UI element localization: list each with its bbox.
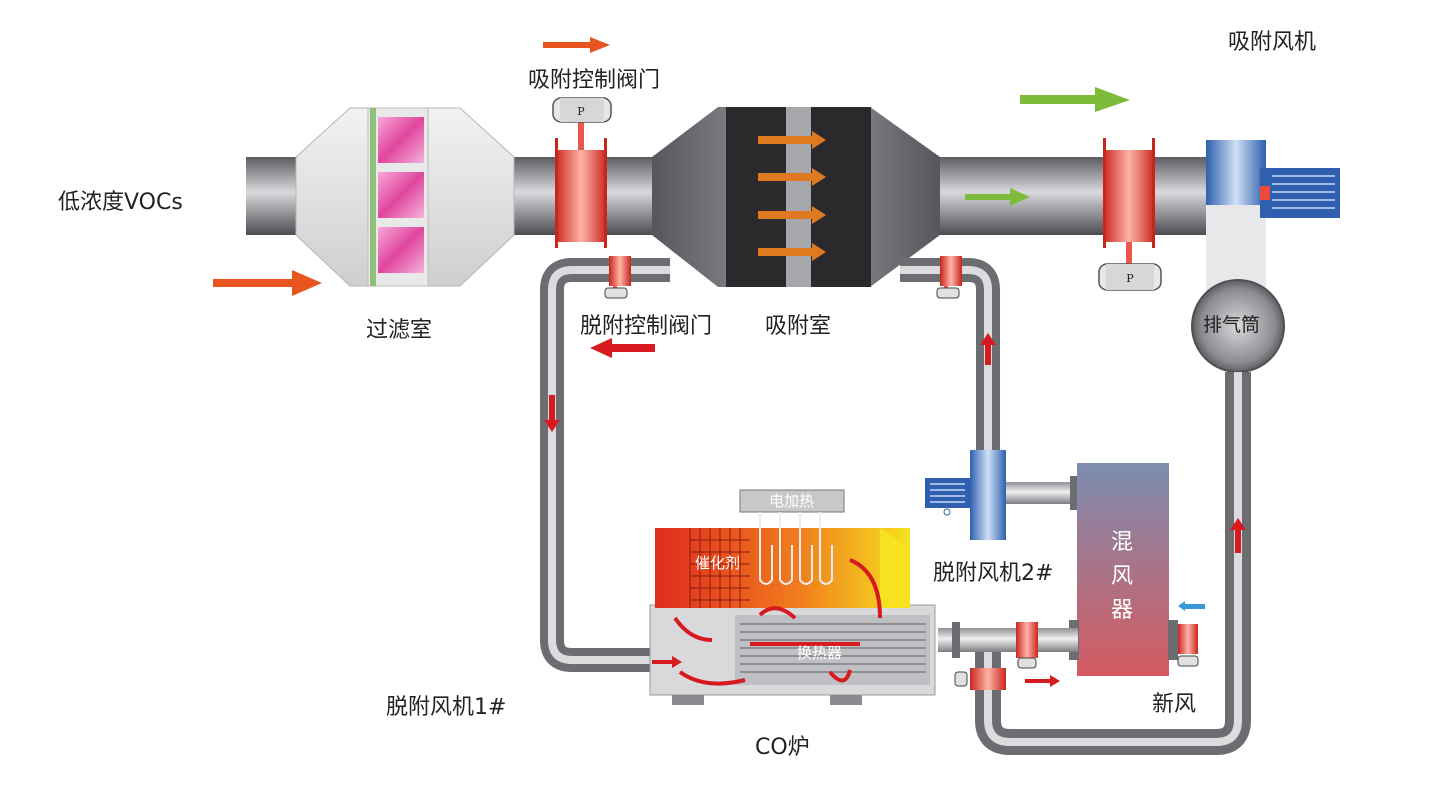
adsorption-fan — [1206, 140, 1340, 295]
inlet-flow-arrow — [213, 270, 322, 296]
furnace-inlet-arrow — [652, 656, 682, 668]
desorption-fan-1-label: 脱附风机1# — [386, 695, 507, 720]
stack-up-arrow — [1230, 518, 1246, 553]
mixer-to-furnace-pipe — [938, 628, 1078, 652]
adsorption-flow-arrows — [758, 131, 826, 261]
adsorption-room-label: 吸附室 — [765, 314, 832, 339]
adsorption-valve-p-label: P — [577, 105, 585, 118]
adsorption-valve[interactable] — [552, 97, 612, 248]
desorption-flow-arrow — [590, 338, 655, 358]
desorption-valve-label: 脱附控制阀门 — [580, 314, 713, 339]
furnace-flow-arrows — [673, 558, 882, 686]
mixer-flow-arrow — [1025, 675, 1060, 687]
mixer-char-1: 混 — [1110, 530, 1133, 555]
co-furnace — [649, 489, 936, 705]
desorption-valve-right[interactable] — [936, 256, 962, 299]
heat-exchanger-label: 换热器 — [797, 644, 843, 662]
bypass-valve[interactable] — [954, 668, 1006, 690]
mixer-label: 混 风 器 — [1107, 526, 1137, 628]
desorption-valve[interactable] — [604, 256, 631, 299]
mixer-char-3: 器 — [1110, 598, 1133, 623]
desorption-fan-2-label: 脱附风机2# — [933, 561, 1054, 586]
down-flow-arrow — [544, 395, 560, 432]
filter-room-label: 过滤室 — [366, 318, 433, 343]
outlet-valve-p-label: P — [1126, 272, 1134, 285]
clean-air-arrow-duct — [965, 188, 1030, 206]
desorption-fan-2 — [925, 450, 1080, 540]
co-furnace-label: CO炉 — [755, 735, 810, 760]
clean-air-arrow-top — [1020, 87, 1130, 112]
catalyst-label: 催化剂 — [695, 554, 741, 572]
outlet-valve[interactable] — [1098, 138, 1162, 291]
exhaust-stack-label: 排气筒 — [1203, 314, 1261, 336]
adsorber-outlet-duct — [920, 157, 1210, 235]
adsorption-valve-label: 吸附控制阀门 — [528, 68, 661, 93]
fresh-air-label: 新风 — [1152, 692, 1197, 717]
fresh-air-valve[interactable] — [1177, 624, 1199, 667]
adsorption-fan-label: 吸附风机 — [1228, 30, 1317, 55]
electric-heating-label: 电加热 — [769, 492, 815, 510]
mixer-char-2: 风 — [1110, 564, 1133, 589]
mixer — [1069, 463, 1178, 676]
mixer-outlet-valve[interactable] — [1016, 622, 1038, 669]
fresh-air-arrow — [1178, 601, 1185, 611]
filter-room — [295, 107, 515, 287]
up-flow-arrow — [980, 333, 996, 365]
adsorption-flow-arrow — [543, 37, 610, 53]
voc-input-label: 低浓度VOCs — [58, 190, 183, 215]
adsorption-room — [652, 107, 940, 287]
